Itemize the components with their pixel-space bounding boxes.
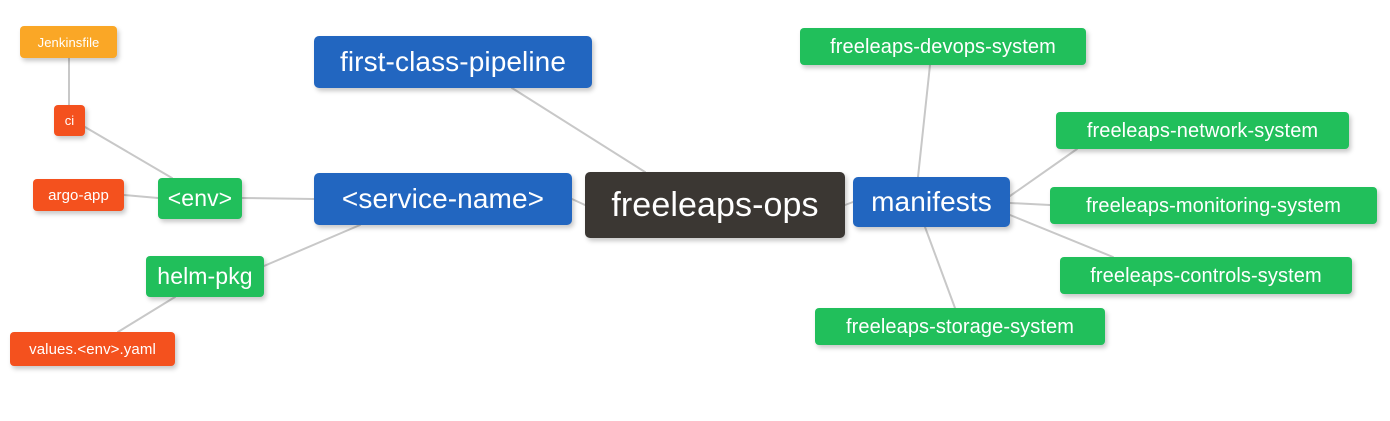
node-helm-pkg[interactable]: helm-pkg bbox=[146, 256, 264, 297]
node-label: Jenkinsfile bbox=[37, 34, 100, 50]
node-label: argo-app bbox=[48, 186, 109, 204]
edge-service-name-to-helm-pkg bbox=[263, 224, 361, 267]
node-freeleaps-network-system[interactable]: freeleaps-network-system bbox=[1056, 112, 1349, 149]
edge-env-to-ci bbox=[84, 126, 173, 179]
node-freeleaps-monitoring-system[interactable]: freeleaps-monitoring-system bbox=[1050, 187, 1377, 224]
node-label: freeleaps-storage-system bbox=[845, 315, 1075, 338]
node-jenkinsfile[interactable]: Jenkinsfile bbox=[20, 26, 117, 58]
node-label: manifests bbox=[871, 186, 992, 217]
node-values-yaml[interactable]: values.<env>.yaml bbox=[10, 332, 175, 366]
edge-freeleaps-ops-to-service-name bbox=[571, 198, 586, 206]
node-env[interactable]: <env> bbox=[158, 178, 242, 219]
node-label: freeleaps-monitoring-system bbox=[1085, 194, 1341, 217]
node-label: freeleaps-ops bbox=[611, 186, 819, 224]
node-ci[interactable]: ci bbox=[54, 105, 85, 136]
node-first-class-pipeline[interactable]: first-class-pipeline bbox=[314, 36, 592, 88]
edge-manifests-to-freeleaps-storage-system bbox=[924, 226, 956, 309]
node-label: first-class-pipeline bbox=[339, 46, 567, 77]
node-freeleaps-storage-system[interactable]: freeleaps-storage-system bbox=[815, 308, 1105, 345]
node-label: ci bbox=[64, 113, 75, 128]
node-freeleaps-devops-system[interactable]: freeleaps-devops-system bbox=[800, 28, 1086, 65]
node-label: freeleaps-devops-system bbox=[830, 35, 1056, 58]
node-freeleaps-controls-system[interactable]: freeleaps-controls-system bbox=[1060, 257, 1352, 294]
edge-helm-pkg-to-values-yaml bbox=[117, 296, 176, 333]
edge-freeleaps-ops-to-manifests bbox=[844, 201, 854, 206]
edge-env-to-argo-app bbox=[123, 194, 159, 199]
node-label: freeleaps-controls-system bbox=[1090, 264, 1322, 287]
node-label: <env> bbox=[167, 185, 233, 211]
node-argo-app[interactable]: argo-app bbox=[33, 179, 124, 211]
edge-manifests-to-freeleaps-devops-system bbox=[917, 64, 931, 178]
node-manifests[interactable]: manifests bbox=[853, 177, 1010, 227]
node-label: <service-name> bbox=[341, 183, 545, 214]
node-service-name[interactable]: <service-name> bbox=[314, 173, 572, 225]
edge-service-name-to-env bbox=[241, 197, 315, 200]
node-label: helm-pkg bbox=[157, 263, 253, 289]
edge-manifests-to-freeleaps-monitoring-system bbox=[1009, 202, 1051, 206]
edge-freeleaps-ops-to-first-class-pipeline bbox=[511, 87, 646, 173]
node-label: freeleaps-network-system bbox=[1086, 119, 1319, 142]
node-freeleaps-ops[interactable]: freeleaps-ops bbox=[585, 172, 845, 238]
node-label: values.<env>.yaml bbox=[29, 340, 156, 358]
